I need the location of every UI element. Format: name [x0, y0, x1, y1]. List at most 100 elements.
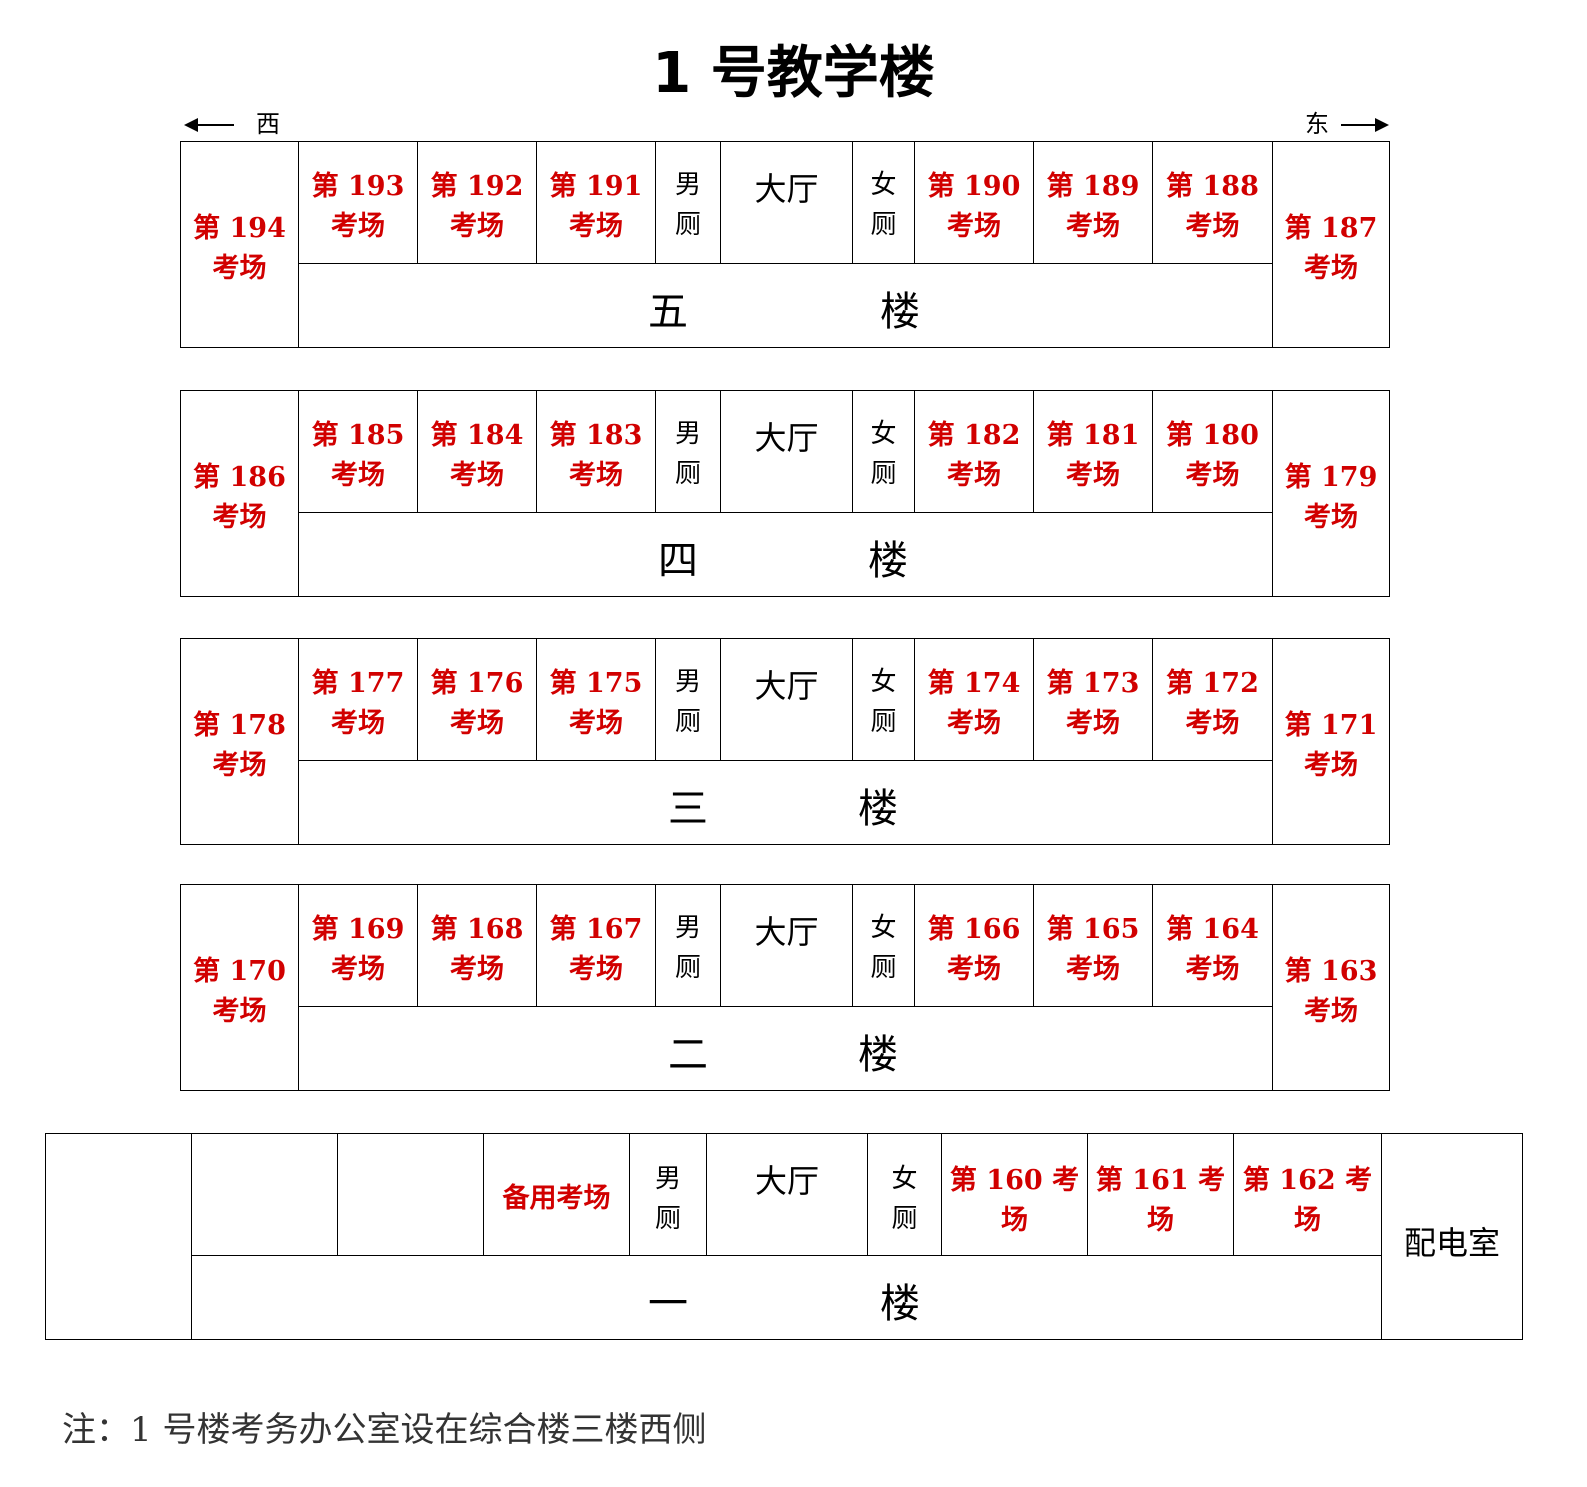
- restroom-label: 女: [870, 419, 897, 449]
- restroom-label: 厕: [674, 953, 701, 983]
- main-hall: 大厅: [720, 638, 853, 761]
- room-label: 考场: [212, 996, 267, 1027]
- floor-suffix: 楼: [858, 1032, 898, 1078]
- room-label: 考场: [331, 460, 385, 491]
- room-number: 第 185: [311, 420, 405, 451]
- exam-room-east-end: 第 171 考场: [1272, 638, 1390, 845]
- exam-room: 第 161 考场: [1087, 1133, 1234, 1256]
- room-number: 第 180: [1166, 420, 1259, 451]
- room-label: 考场: [331, 211, 385, 242]
- room-number: 第 176: [430, 668, 524, 699]
- room-label: 场: [1147, 1205, 1174, 1236]
- room-number: 第 184: [430, 420, 524, 451]
- room-number: 第 182: [927, 420, 1021, 451]
- male-restroom: 男厕: [629, 1133, 707, 1256]
- room-number: 第 168: [430, 914, 524, 945]
- exam-room-west-end: 第 178 考场: [180, 638, 299, 845]
- room-label: 考场: [1185, 460, 1240, 491]
- power-distribution-room: 配电室: [1381, 1133, 1523, 1340]
- corridor: [297, 1006, 1273, 1091]
- page-title: 1 号教学楼: [652, 41, 935, 106]
- room-label: 考场: [569, 460, 623, 491]
- room-label: 配电室: [1403, 1224, 1500, 1262]
- room-label: 考场: [212, 750, 267, 781]
- floor-suffix: 楼: [868, 538, 908, 584]
- room-number: 第 175: [549, 668, 643, 699]
- room-number: 第 171: [1284, 710, 1378, 741]
- floor-number: 四: [658, 538, 698, 584]
- floor-number: 一: [648, 1281, 688, 1327]
- corridor: [191, 1255, 1381, 1340]
- corridor: [297, 263, 1273, 348]
- west-arrow-icon: [184, 118, 198, 132]
- hall-label: 大厅: [754, 913, 819, 951]
- room-label: 考场: [947, 954, 1001, 985]
- room-label: 备用考场: [502, 1183, 611, 1214]
- footnote: 注：1 号楼考务办公室设在综合楼三楼西侧: [62, 1410, 707, 1450]
- room-number: 第 178: [193, 710, 286, 741]
- room-number: 第 174: [927, 668, 1021, 699]
- room-number: 第 177: [311, 668, 405, 699]
- main-hall: 大厅: [720, 390, 853, 513]
- room-label: 考场: [1185, 954, 1240, 985]
- floor-number: 三: [668, 786, 708, 832]
- female-restroom: 女厕: [852, 884, 915, 1007]
- room-number: 第 162 考: [1242, 1165, 1373, 1196]
- room-label: 考场: [569, 708, 623, 739]
- room-number: 第 173: [1046, 668, 1140, 699]
- room-number: 第 161 考: [1095, 1165, 1226, 1196]
- exam-room: 第 175 考场: [536, 638, 656, 761]
- room-label: 考场: [1304, 253, 1358, 284]
- hall-label: 大厅: [754, 170, 819, 208]
- restroom-label: 厕: [891, 1204, 918, 1234]
- room-number: 第 191: [549, 171, 643, 202]
- room-number: 第 172: [1166, 668, 1259, 699]
- room-number: 第 192: [430, 171, 524, 202]
- restroom-label: 女: [870, 667, 897, 697]
- exam-room: 第 169 考场: [298, 884, 418, 1007]
- room-number: 第 188: [1166, 171, 1259, 202]
- room-label: 考场: [1304, 750, 1358, 781]
- room-label: 考场: [331, 708, 385, 739]
- main-hall: 大厅: [720, 141, 853, 264]
- room-number: 第 186: [193, 462, 286, 493]
- east-label: 东: [1305, 110, 1329, 138]
- restroom-label: 厕: [654, 1204, 681, 1234]
- room-number: 第 179: [1284, 462, 1378, 493]
- room-label: 考场: [212, 502, 267, 533]
- room-label: 考场: [1304, 996, 1358, 1027]
- female-restroom: 女厕: [852, 638, 915, 761]
- restroom-label: 厕: [674, 210, 701, 240]
- exam-room: 第 162 考场: [1233, 1133, 1382, 1256]
- restroom-label: 厕: [870, 210, 897, 240]
- floor-suffix: 楼: [880, 289, 920, 335]
- room-number: 第 167: [549, 914, 643, 945]
- backup-exam-room: 备用考场: [483, 1133, 630, 1256]
- room-west-end: [45, 1133, 192, 1340]
- main-hall: 大厅: [720, 884, 853, 1007]
- hall-label: 大厅: [754, 667, 819, 705]
- restroom-label: 厕: [870, 459, 897, 489]
- exam-room-west-end: 第 186 考场: [180, 390, 299, 597]
- room-number: 第 169: [311, 914, 405, 945]
- main-hall: 大厅: [706, 1133, 868, 1256]
- west-arrow-line: [196, 124, 234, 126]
- room-label: 考场: [947, 211, 1001, 242]
- room-label: 考场: [331, 954, 385, 985]
- room: [191, 1133, 338, 1256]
- restroom-label: 女: [891, 1164, 918, 1194]
- room-number: 第 165: [1046, 914, 1140, 945]
- restroom-label: 男: [674, 667, 701, 697]
